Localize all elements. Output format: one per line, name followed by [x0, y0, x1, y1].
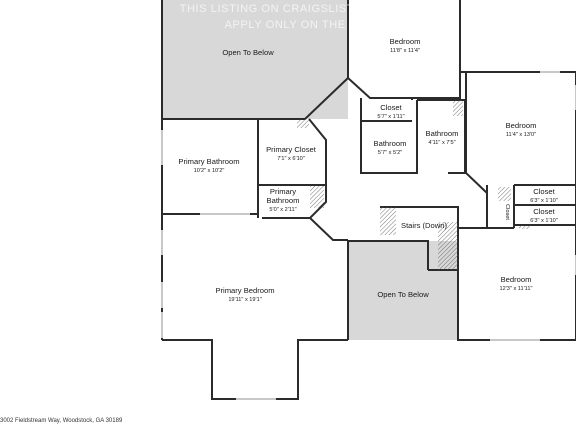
room-name-primary-bathroom-small-2: Bathroom	[267, 196, 300, 205]
room-dims-primary-bathroom-small: 5'0" x 2'11"	[269, 207, 296, 213]
room-dims-closet-top: 5'7" x 1'11"	[377, 114, 404, 120]
room-dims-bedroom-top: 11'8" x 11'4"	[390, 48, 420, 54]
room-dims-primary-bathroom: 10'2" x 10'2"	[194, 168, 225, 174]
room-dims-closet-right-a: 6'3" x 1'10"	[530, 198, 558, 204]
room-name-bathroom-small: Bathroom	[374, 139, 407, 148]
room-name-closet-right-b: Closet	[533, 207, 555, 216]
stairs-hatch-b	[438, 222, 458, 270]
room-name-open-to-below-top: Open To Below	[222, 48, 274, 57]
property-address: 3002 Fieldstream Way, Woodstock, GA 3018…	[0, 418, 123, 424]
room-name-closet-vertical: Closet	[504, 204, 510, 220]
room-name-primary-closet: Primary Closet	[266, 145, 317, 154]
room-dims-bedroom-bottom: 12'3" x 11'11"	[500, 286, 533, 292]
watermark-line-1: THIS LISTING ON CRAIGSLIST OR FACEBOOK	[180, 3, 445, 15]
room-name-stairs: Stairs (Down)	[401, 221, 447, 230]
room-name-closet-top: Closet	[380, 103, 402, 112]
room-name-bedroom-top: Bedroom	[390, 37, 421, 46]
windows	[161, 71, 576, 400]
watermark-line-2: APPLY ONLY ON THE WEBSITE NOW	[225, 19, 436, 31]
closet-hatch-b	[310, 186, 324, 208]
room-dims-bedroom-right: 11'4" x 13'0"	[506, 132, 536, 138]
room-name-bathroom-mid: Bathroom	[426, 129, 459, 138]
open-to-below-top-area	[162, 0, 348, 119]
room-name-bedroom-bottom: Bedroom	[501, 275, 532, 284]
room-dims-closet-right-b: 6'3" x 1'10"	[530, 218, 558, 224]
room-dims-primary-bedroom: 19'11" x 19'1"	[228, 297, 261, 303]
room-name-primary-bedroom: Primary Bedroom	[215, 286, 274, 295]
closet-hatch-c	[498, 187, 511, 201]
room-name-primary-bathroom-small-1: Primary	[270, 187, 296, 196]
room-name-closet-right-a: Closet	[533, 187, 555, 196]
room-name-open-to-below-bottom: Open To Below	[377, 290, 429, 299]
closet-hatch-d	[453, 100, 463, 116]
room-dims-bathroom-mid: 4'11" x 7'5"	[428, 140, 455, 146]
room-name-bedroom-right: Bedroom	[506, 121, 537, 130]
closet-hatch-e	[519, 225, 531, 229]
closet-hatch-a	[297, 119, 309, 128]
stairs-hatch	[380, 207, 396, 235]
room-name-primary-bathroom: Primary Bathroom	[178, 157, 239, 166]
room-dims-bathroom-small: 5'7" x 5'2"	[378, 150, 402, 156]
room-dims-primary-closet: 7'1" x 6'10"	[277, 156, 305, 162]
